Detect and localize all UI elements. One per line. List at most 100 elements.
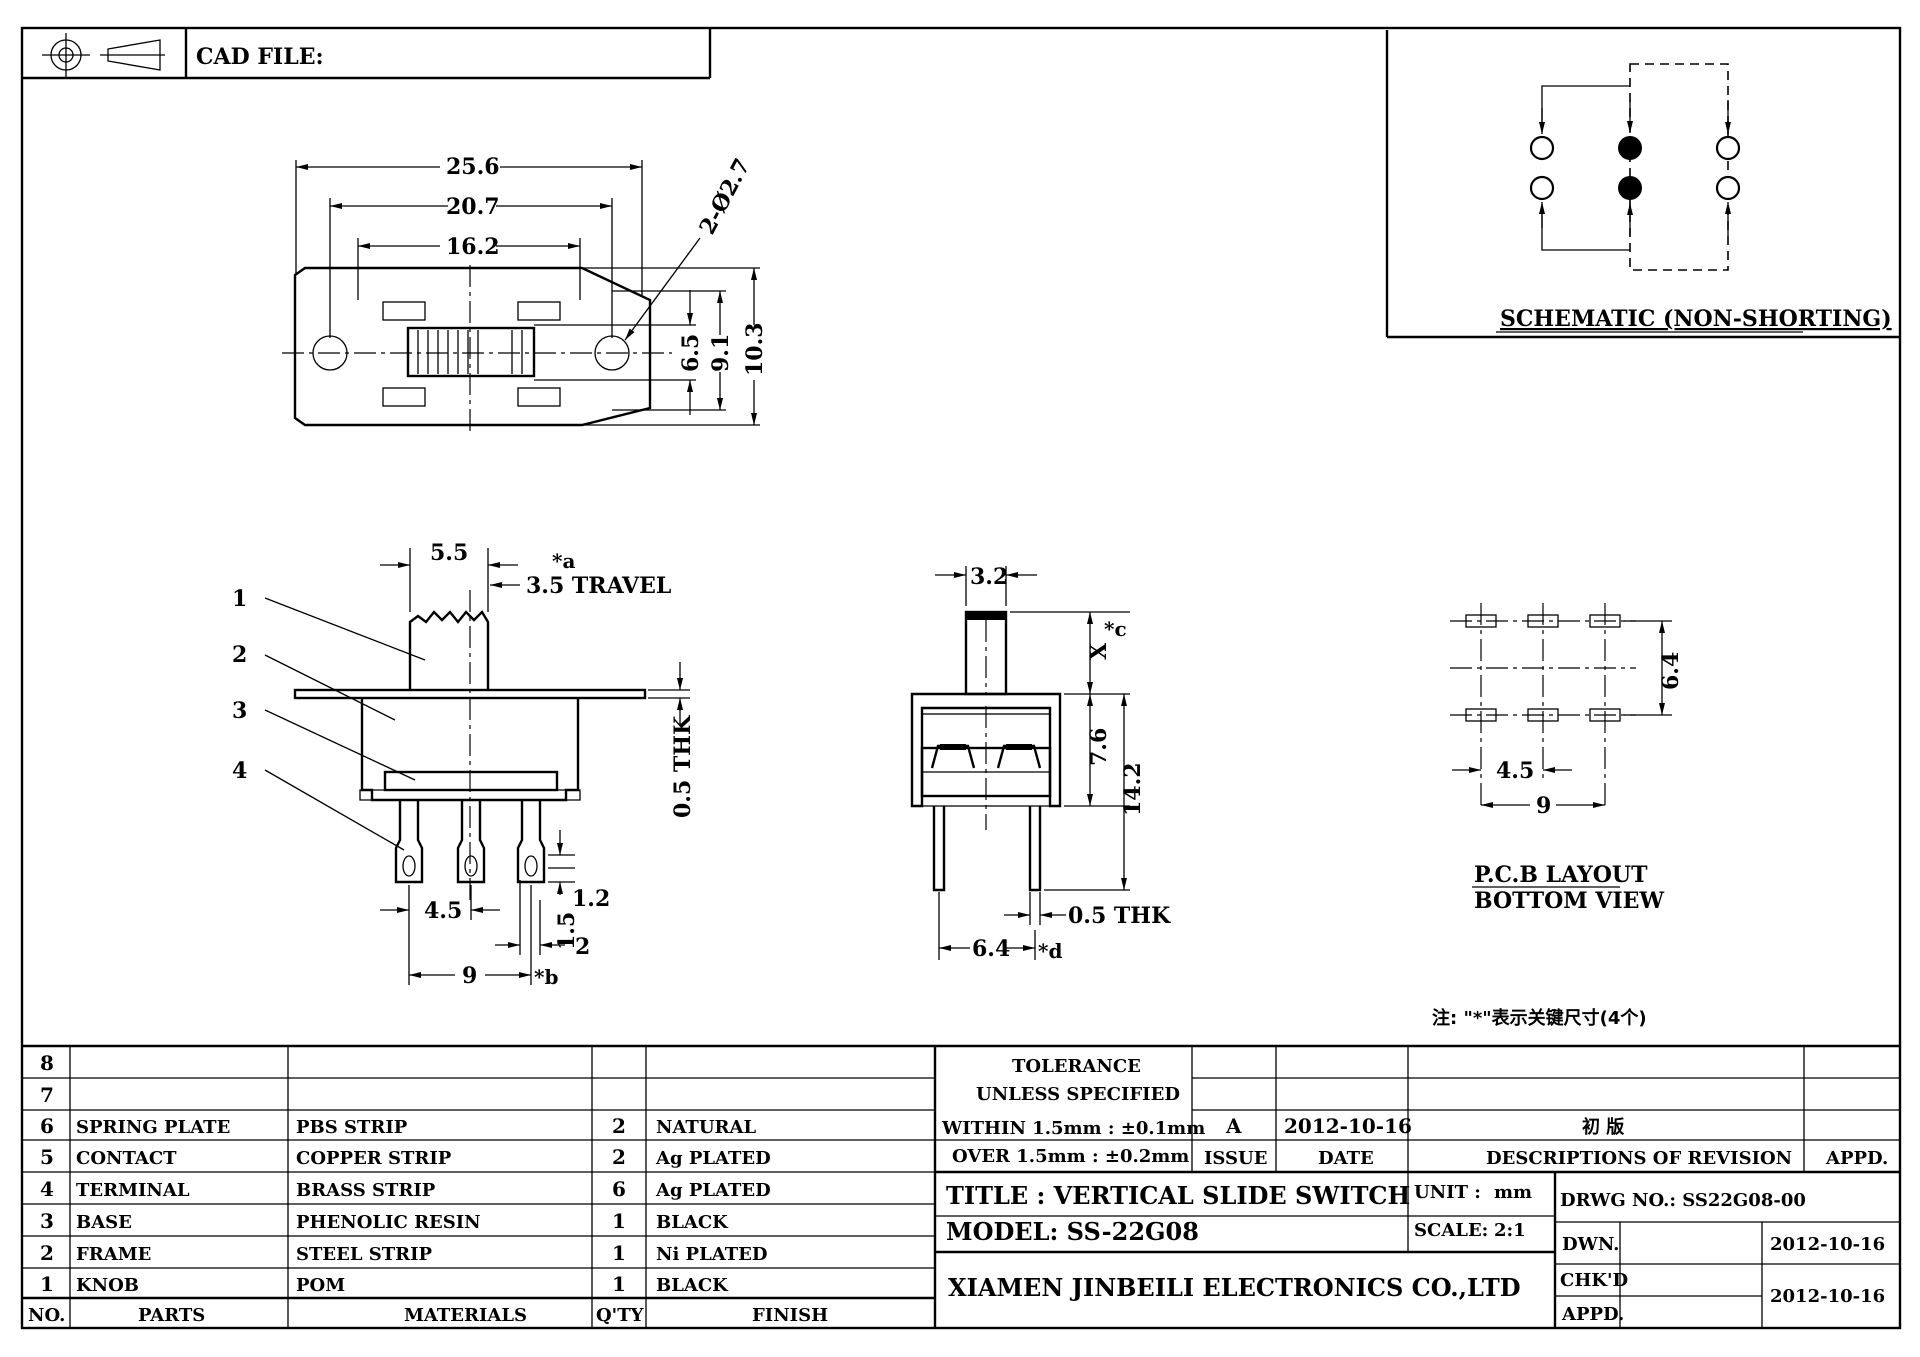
callout-1: 1 [232, 586, 247, 612]
schematic-contact [1715, 175, 1741, 201]
pcb-subtitle: BOTTOM VIEW [1474, 888, 1664, 914]
bom-row-2-material: STEEL STRIP [296, 1244, 433, 1265]
bom-row-1-part: KNOB [76, 1275, 139, 1296]
bom-header-parts: PARTS [138, 1305, 205, 1326]
chkd-label: CHK'D [1560, 1270, 1628, 1291]
bom-row-1-finish: BLACK [656, 1275, 729, 1296]
bom-row-5-no: 5 [40, 1145, 54, 1169]
bom-row-4-finish: Ag PLATED [655, 1180, 771, 1201]
dim-9-side: 9 [462, 963, 477, 989]
scale-value: 2:1 [1494, 1220, 1526, 1241]
dim-6-4-end: 6.4 [972, 936, 1010, 962]
dim-10-3: 10.3 [742, 322, 768, 376]
dim-9-pcb: 9 [1536, 793, 1551, 819]
callout-3: 3 [232, 698, 247, 724]
dim-9-1: 9.1 [708, 334, 734, 372]
dwn-date: 2012-10-16 [1770, 1234, 1885, 1255]
sheet-border [20, 26, 1902, 1330]
dwn-label: DWN. [1562, 1234, 1619, 1255]
pcb-layout: 6.4 4.5 9 P.C.B LAYOUT BOTTOM VIEW [1450, 603, 1684, 914]
revision-header-description: DESCRIPTIONS OF REVISION [1486, 1148, 1792, 1169]
dim-a-mark: *a [552, 549, 575, 573]
dim-plate-thk: 0.5 THK [670, 715, 696, 818]
tolerance-line-4: OVER 1.5mm : ±0.2mm [952, 1146, 1189, 1167]
end-view: 3.2 X *c 7.6 14.2 0.5 THK 6.4 *d [910, 564, 1171, 963]
bom-row-6-part: SPRING PLATE [76, 1117, 230, 1138]
bom-header-finish: FINISH [752, 1305, 828, 1326]
schematic-contact [1529, 135, 1555, 161]
bom-row-3-no: 3 [40, 1209, 54, 1233]
dim-terminal-thk: 0.5 THK [1068, 903, 1171, 929]
pcb-title: P.C.B LAYOUT [1474, 862, 1648, 888]
unit-value: mm [1494, 1182, 1532, 1203]
dim-x: X [1086, 642, 1112, 660]
tolerance-line-3: WITHIN 1.5mm : ±0.1mm [941, 1118, 1205, 1139]
drawing-model: MODEL: SS-22G08 [946, 1217, 1199, 1246]
bom-header-materials: MATERIALS [404, 1305, 527, 1326]
appd-label: APPD. [1561, 1304, 1624, 1325]
bom-row-2-part: FRAME [76, 1244, 151, 1265]
bom-row-6-no: 6 [40, 1114, 54, 1138]
bom-row-6-finish: NATURAL [656, 1117, 756, 1138]
schematic-contact [1529, 175, 1555, 201]
bom-row-3-finish: BLACK [656, 1212, 729, 1233]
revision-header-issue: ISSUE [1204, 1148, 1267, 1169]
callout-4: 4 [232, 758, 247, 784]
slider-knob [406, 326, 536, 378]
company-name: XIAMEN JINBEILI ELECTRONICS CO.,LTD [948, 1273, 1521, 1302]
dim-16-2: 16.2 [446, 234, 500, 260]
bom-row-8-no: 8 [40, 1051, 54, 1075]
dim-travel: 3.5 TRAVEL [526, 573, 671, 599]
callout-2: 2 [232, 642, 247, 668]
dim-14-2: 14.2 [1120, 762, 1146, 816]
schematic-title: SCHEMATIC (NON-SHORTING) [1500, 306, 1892, 332]
dim-7-6: 7.6 [1086, 728, 1112, 766]
dim-b-mark: *b [534, 965, 558, 989]
cad-header: CAD FILE: [22, 28, 712, 80]
bom-row-4-qty: 6 [612, 1177, 626, 1201]
dim-3-2: 3.2 [970, 564, 1008, 590]
bom-row-3-part: BASE [76, 1212, 132, 1233]
schematic-panel: SCHEMATIC (NON-SHORTING) [1385, 30, 1900, 339]
bom-row-5-finish: Ag PLATED [655, 1148, 771, 1169]
drawing-title: TITLE : VERTICAL SLIDE SWITCH [946, 1181, 1410, 1210]
drawing-number: DRWG NO.: SS22G08-00 [1560, 1190, 1806, 1211]
dim-25-6: 25.6 [446, 154, 500, 180]
revision-date: 2012-10-16 [1284, 1114, 1412, 1138]
bom-row-3-qty: 1 [612, 1209, 626, 1233]
top-view: 25.6 20.7 16.2 2-Ø2.7 6.5 9.1 10.3 [282, 154, 768, 435]
bom-row-5-qty: 2 [612, 1145, 626, 1169]
revision-issue: A [1225, 1114, 1242, 1138]
bom-row-6-material: PBS STRIP [296, 1117, 408, 1138]
dim-5-5: 5.5 [430, 540, 468, 566]
bom-row-5-material: COPPER STRIP [296, 1148, 452, 1169]
bom-row-1-qty: 1 [612, 1272, 626, 1296]
projection-symbol-icon [42, 33, 165, 77]
revision-header-date: DATE [1318, 1148, 1374, 1169]
dim-1-5: 1.5 [554, 912, 580, 950]
dim-hole-dia: 2-Ø2.7 [694, 154, 755, 239]
dim-4-5-pcb: 4.5 [1496, 758, 1534, 784]
dim-6-4-pcb: 6.4 [1658, 652, 1684, 690]
bom-row-6-qty: 2 [612, 1114, 626, 1138]
bom-row-5-part: CONTACT [76, 1148, 177, 1169]
bom-row-1-material: POM [296, 1275, 345, 1296]
scale-label: SCALE: [1414, 1220, 1488, 1241]
dim-4-5-side: 4.5 [424, 898, 462, 924]
bom-row-7-no: 7 [40, 1083, 54, 1107]
schematic-contact-common [1618, 136, 1642, 160]
bom-row-2-no: 2 [40, 1241, 54, 1265]
dim-2: 2 [575, 934, 590, 960]
dim-6-5: 6.5 [678, 334, 704, 372]
bom-row-3-material: PHENOLIC RESIN [296, 1212, 481, 1233]
chkd-date: 2012-10-16 [1770, 1286, 1885, 1307]
tolerance-line-1: TOLERANCE [1012, 1056, 1141, 1077]
bom-header-no: NO. [28, 1305, 65, 1326]
revision-header-appd: APPD. [1825, 1148, 1888, 1169]
key-dimension-note: 注: "*"表示关键尺寸(4个) [1432, 1007, 1647, 1029]
dim-d-mark: *d [1038, 939, 1062, 963]
dim-1-2: 1.2 [572, 886, 610, 912]
bom-header-qty: Q'TY [596, 1305, 645, 1326]
bom-row-2-finish: Ni PLATED [656, 1244, 767, 1265]
cad-file-label: CAD FILE: [196, 44, 324, 70]
